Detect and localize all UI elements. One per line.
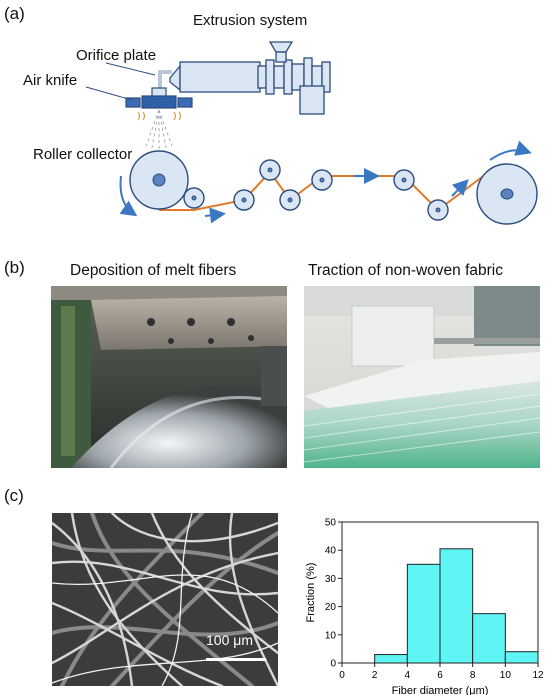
fiber-diameter-histogram: 0 2 4 6 8 10 12 0 10 20 30 40 50 Fiber diameter (μm… (305, 518, 544, 695)
histogram-bar (406, 563, 441, 664)
y-tick-label: 10 (325, 630, 337, 641)
x-tick-label: 6 (437, 670, 443, 681)
x-axis-label: Fiber diameter (μm) (392, 685, 489, 695)
y-tick-label: 0 (330, 659, 336, 670)
y-tick-label: 50 (325, 518, 337, 529)
histogram-bar (472, 613, 506, 664)
deposition-photo (51, 286, 287, 468)
orifice-plate-label: Orifice plate (76, 47, 157, 64)
x-tick-label: 8 (470, 670, 476, 681)
panel-a-label: (a) (4, 4, 25, 23)
panel-b-label: (b) (4, 258, 25, 277)
scale-bar (206, 658, 266, 661)
extrusion-system-label: Extrusion system (193, 12, 308, 29)
extruder (169, 41, 331, 115)
x-tick-label: 4 (405, 670, 411, 681)
sem-image (52, 513, 278, 686)
traction-title: Traction of non-woven fabric (308, 262, 503, 279)
hot-air-lines (137, 111, 182, 121)
motion-arrows (119, 140, 532, 224)
panel-c-label: (c) (4, 486, 24, 505)
scale-bar-label: 100 μm (206, 632, 253, 648)
y-tick-label: 30 (325, 574, 337, 585)
histogram-bar (439, 548, 474, 664)
roller-collector-label: Roller collector (33, 146, 133, 163)
traction-photo (304, 286, 540, 468)
air-knife-label: Air knife (23, 72, 78, 89)
histogram-bar (374, 654, 408, 664)
x-tick-label: 2 (372, 670, 378, 681)
rollers (129, 150, 538, 225)
y-tick-label: 40 (325, 546, 337, 557)
histogram-bar (504, 651, 539, 664)
x-tick-label: 0 (339, 670, 345, 681)
fiber-spray (145, 109, 173, 150)
process-diagram (85, 41, 538, 225)
x-tick-label: 12 (532, 670, 544, 681)
y-tick-label: 20 (325, 602, 337, 613)
x-tick-label: 10 (500, 670, 512, 681)
die-assembly (125, 87, 193, 109)
deposition-title: Deposition of melt fibers (70, 262, 237, 279)
y-axis-label: Fraction (%) (305, 563, 317, 623)
